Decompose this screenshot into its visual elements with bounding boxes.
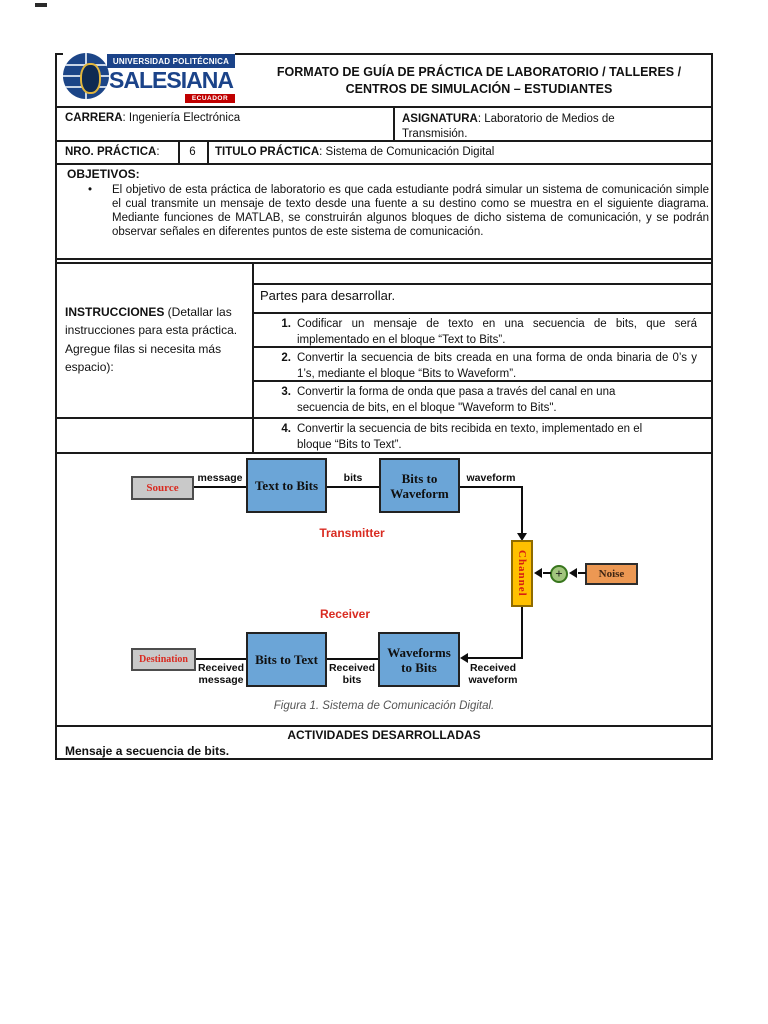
divider <box>252 380 711 382</box>
actividades-line: Mensaje a secuencia de bits. <box>65 744 230 758</box>
wire-waveform-horizontal <box>460 486 523 488</box>
wire-waveformstobits-to-bitstotext <box>327 658 378 660</box>
wire-noise-to-plus <box>578 572 586 574</box>
asignatura-label: ASIGNATURA <box>402 113 478 125</box>
nro-colon: : <box>156 146 160 158</box>
received-waveform-label: Received waveform <box>468 662 518 686</box>
source-label: Source <box>146 482 179 494</box>
divider <box>57 258 711 260</box>
text-to-bits-block: Text to Bits <box>246 458 327 513</box>
received-message-label: Received message <box>197 662 245 686</box>
item-number: 1. <box>281 318 291 330</box>
logo-top-bar: UNIVERSIDAD POLITÉCNICA <box>107 54 235 68</box>
transmitter-label: Transmitter <box>319 526 385 540</box>
item-number: 2. <box>281 352 291 364</box>
actividades-heading: ACTIVIDADES DESARROLLADAS <box>287 728 481 742</box>
university-logo: UNIVERSIDAD POLITÉCNICA SALESIANA ECUADO… <box>63 47 235 105</box>
document-title: FORMATO DE GUÍA DE PRÁCTICA DE LABORATOR… <box>276 64 682 96</box>
divider <box>57 140 711 142</box>
wire-bitstotext-to-destination <box>196 658 246 660</box>
message-label: message <box>197 472 243 484</box>
objetivos-text: El objetivo de esta práctica de laborato… <box>112 184 709 238</box>
objetivos-heading: OBJETIVOS: <box>67 167 140 181</box>
bits-to-waveform-label: Bits to Waveform <box>390 470 449 501</box>
wire-texttobits-to-bitstowaveform <box>327 486 379 488</box>
asignatura-value: : Laboratorio de Medios de Transmisión. <box>402 113 615 140</box>
divider <box>178 140 180 165</box>
destination-label: Destination <box>139 654 188 665</box>
divider <box>207 140 209 165</box>
bits-to-waveform-block: Bits to Waveform <box>379 458 460 513</box>
titulo-practica-cell: TITULO PRÁCTICA: Sistema de Comunicación… <box>215 146 705 160</box>
source-block: Source <box>131 476 194 500</box>
arrowhead-into-channel <box>517 533 527 541</box>
divider <box>57 452 711 454</box>
item-number: 3. <box>281 386 291 398</box>
noise-block: Noise <box>585 563 638 585</box>
figure-caption: Figura 1. Sistema de Comunicación Digita… <box>273 700 495 712</box>
list-item: Codificar un mensaje de texto en una sec… <box>297 318 697 346</box>
list-item: Convertir la secuencia de bits recibida … <box>297 423 643 451</box>
arrowhead-into-plus <box>569 568 577 578</box>
nro-practica-cell: NRO. PRÁCTICA: <box>65 146 177 160</box>
nro-practica-value: 6 <box>189 146 196 158</box>
titulo-practica-value: : Sistema de Comunicación Digital <box>319 146 495 158</box>
waveforms-to-bits-label: Waveforms to Bits <box>387 644 451 675</box>
list-item: Convertir la forma de onda que pasa a tr… <box>297 386 616 414</box>
document-table: UNIVERSIDAD POLITÉCNICA SALESIANA ECUADO… <box>55 47 713 760</box>
globe-icon <box>63 53 109 99</box>
divider <box>252 346 711 348</box>
objetivos-bullet: • <box>88 184 93 196</box>
bits-label: bits <box>343 472 363 484</box>
noise-label: Noise <box>598 568 625 580</box>
wire-received-horizontal <box>468 657 523 659</box>
titulo-practica-label: TITULO PRÁCTICA <box>215 146 320 158</box>
carrera-cell: CARRERA: Ingeniería Electrónica <box>65 112 385 126</box>
waveforms-to-bits-block: Waveforms to Bits <box>378 632 460 687</box>
scan-artifact-dash <box>35 3 47 7</box>
arrowhead-into-channel-side <box>534 568 542 578</box>
asignatura-cell: ASIGNATURA: Laboratorio de Medios de Tra… <box>402 112 660 142</box>
wire-waveform-vertical <box>521 486 523 533</box>
logo-country-bar: ECUADOR <box>185 94 235 103</box>
item-number: 4. <box>281 423 291 435</box>
carrera-value: : Ingeniería Electrónica <box>122 112 241 124</box>
divider <box>57 417 711 419</box>
instrucciones-label: INSTRUCCIONES <box>65 304 165 319</box>
waveform-label: waveform <box>466 472 516 484</box>
divider <box>57 262 711 264</box>
instrucciones-cell: INSTRUCCIONES (Detallar las instruccione… <box>65 262 247 417</box>
wire-channel-down <box>521 607 523 659</box>
wire-source-to-texttobits <box>194 486 246 488</box>
channel-label: Channel <box>516 550 528 597</box>
carrera-label: CARRERA <box>65 112 123 124</box>
divider <box>252 312 711 314</box>
instrucciones-label-rest: (Detallar las instrucciones para esta pr… <box>65 304 238 375</box>
destination-block: Destination <box>131 648 196 671</box>
plus-adder-node: + <box>550 565 568 583</box>
arrowhead-into-waveformstobits <box>460 653 468 663</box>
wire-plus-to-channel <box>543 572 551 574</box>
plus-sign: + <box>555 566 563 581</box>
nro-practica-label: NRO. PRÁCTICA <box>65 146 157 158</box>
bits-to-text-block: Bits to Text <box>246 632 327 687</box>
logo-wordmark: SALESIANA <box>109 67 234 93</box>
text-to-bits-label: Text to Bits <box>254 478 319 493</box>
divider <box>57 163 711 165</box>
divider <box>57 106 711 108</box>
received-bits-label: Received bits <box>328 662 376 686</box>
divider <box>252 262 254 452</box>
divider <box>393 106 395 142</box>
divider <box>252 283 711 285</box>
channel-block: Channel <box>511 540 533 607</box>
partes-title: Partes para desarrollar. <box>260 288 396 303</box>
divider <box>57 725 711 727</box>
list-item: Convertir la secuencia de bits creada en… <box>297 352 697 380</box>
bits-to-text-label: Bits to Text <box>255 652 318 667</box>
logo-face-emblem <box>80 63 101 94</box>
receiver-label: Receiver <box>319 607 371 621</box>
